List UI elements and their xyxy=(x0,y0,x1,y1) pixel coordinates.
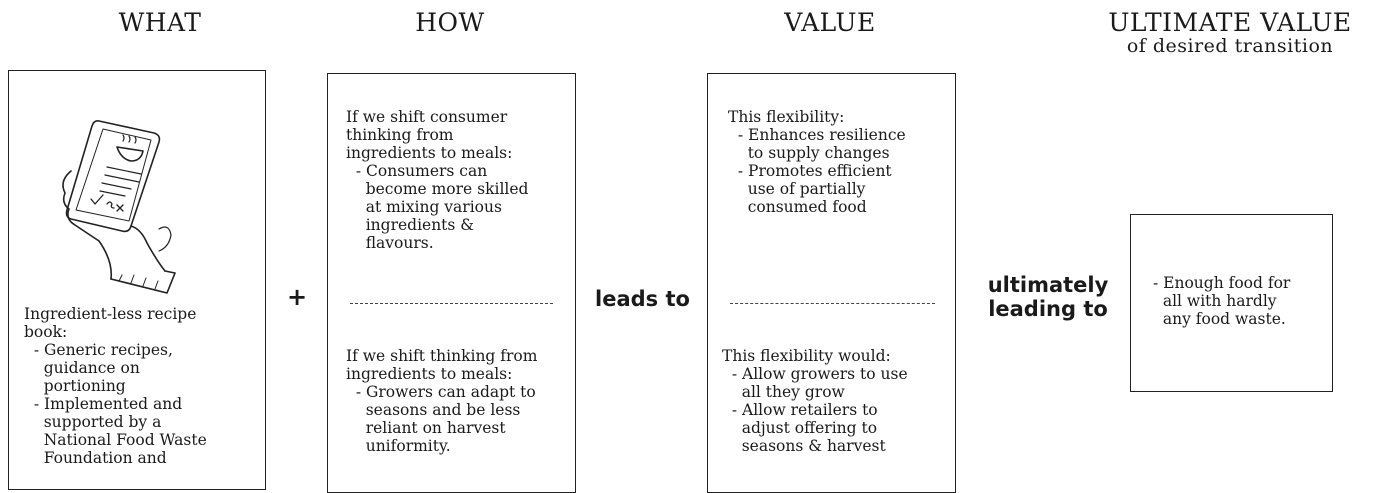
ultimately-leading-to-connector: ultimately leading to xyxy=(987,273,1109,321)
header-ultimate-subtitle: of desired transition xyxy=(1126,35,1334,57)
header-value: VALUE xyxy=(784,8,876,37)
what-box: Ingredient-less recipe book: - Generic r… xyxy=(8,70,266,490)
value-box: This flexibility: - Enhances resilience … xyxy=(707,73,956,493)
leads-to-connector: leads to xyxy=(595,287,690,311)
header-what: WHAT xyxy=(118,8,202,37)
header-how: HOW xyxy=(415,8,485,37)
how-box: If we shift consumer thinking from ingre… xyxy=(327,73,576,493)
hand-holding-phone-recipe-illustration xyxy=(62,120,176,294)
what-description: Ingredient-less recipe book: - Generic r… xyxy=(24,305,207,467)
ultimate-value-box: - Enough food for all with hardly any fo… xyxy=(1130,214,1333,392)
value-flexibility-text: This flexibility: - Enhances resilience … xyxy=(728,108,906,216)
value-flexibility-would-text: This flexibility would: - Allow growers … xyxy=(722,347,908,455)
header-ultimate-title: ULTIMATE VALUE xyxy=(1108,8,1352,37)
how-consumer-text: If we shift consumer thinking from ingre… xyxy=(346,108,529,252)
how-grower-text: If we shift thinking from ingredients to… xyxy=(346,347,538,455)
ultimate-value-text: - Enough food for all with hardly any fo… xyxy=(1153,274,1291,328)
header-ultimate-value: ULTIMATE VALUE of desired transition xyxy=(1090,8,1370,57)
value-divider xyxy=(730,303,935,304)
plus-connector: + xyxy=(286,283,308,311)
how-divider xyxy=(350,303,553,304)
